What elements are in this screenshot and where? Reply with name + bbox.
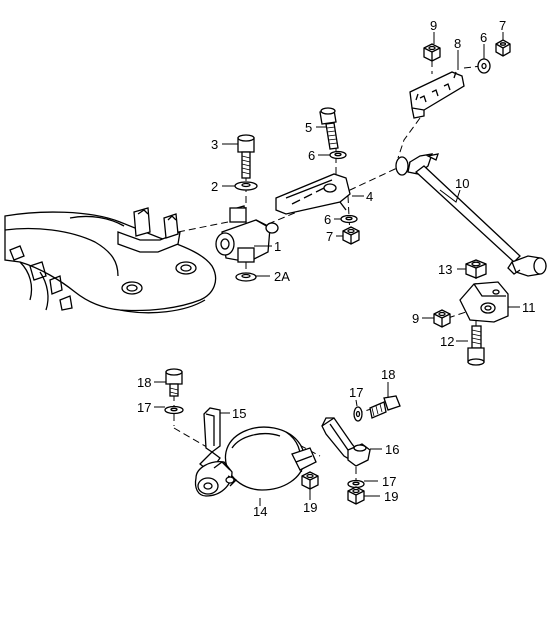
part-3-bolt — [237, 134, 255, 179]
callout-18-a: 18 — [137, 375, 151, 390]
part-9-nut-top — [423, 43, 441, 62]
callout-7-top: 7 — [499, 18, 506, 33]
part-4-lever — [275, 173, 351, 215]
part-16-holder — [321, 417, 371, 467]
part-2a-washer — [235, 272, 257, 282]
callout-4: 4 — [366, 189, 373, 204]
part-11-bracket — [459, 281, 509, 323]
callout-13: 13 — [438, 262, 452, 277]
part-6-washer-b — [340, 214, 358, 224]
callout-14: 14 — [253, 504, 267, 519]
callout-17-a: 17 — [137, 400, 151, 415]
part-7-nut-top — [495, 39, 511, 57]
callout-7-a: 7 — [326, 229, 333, 244]
callout-labels: 3 2 1 2A 5 6 4 6 7 9 8 6 7 10 13 11 9 12… — [137, 18, 536, 519]
callout-19-b: 19 — [384, 489, 398, 504]
leader-lines — [154, 32, 520, 506]
part-13-nut — [465, 259, 487, 279]
callout-6-a: 6 — [308, 148, 315, 163]
callout-18-b: 18 — [381, 367, 395, 382]
part-8-bracket — [409, 71, 465, 119]
part-18-bolt-left — [165, 368, 183, 397]
callout-2a: 2A — [274, 269, 290, 284]
part-6-washer-top — [477, 58, 491, 74]
part-1-link-bracket — [215, 205, 279, 263]
part-14-accumulator — [194, 426, 317, 497]
subframe — [4, 207, 217, 314]
callout-9-b: 9 — [412, 311, 419, 326]
callout-10: 10 — [455, 176, 469, 191]
callout-9-top: 9 — [430, 18, 437, 33]
callout-11: 11 — [522, 300, 536, 315]
callout-12: 12 — [440, 334, 454, 349]
part-9-nut-b — [433, 309, 451, 328]
callout-5: 5 — [305, 120, 312, 135]
callout-17-c: 17 — [382, 474, 396, 489]
part-18-bolt-right — [369, 395, 401, 419]
callout-19-a: 19 — [303, 500, 317, 515]
callout-8: 8 — [454, 36, 461, 51]
part-19-nut-a — [301, 471, 319, 490]
part-19-nut-b — [347, 486, 365, 505]
callout-1: 1 — [274, 239, 281, 254]
part-5-bolt — [319, 107, 339, 150]
part-17-washer-right-top — [353, 406, 363, 422]
callout-16: 16 — [385, 442, 399, 457]
part-6-washer-a — [329, 150, 347, 160]
part-2-washer — [234, 181, 258, 191]
callout-6-top: 6 — [480, 30, 487, 45]
callout-6-b: 6 — [324, 212, 331, 227]
callout-2: 2 — [211, 179, 218, 194]
part-12-bolt — [467, 325, 485, 366]
part-10-connecting-rod — [395, 153, 547, 277]
callout-3: 3 — [211, 137, 218, 152]
callout-17-b: 17 — [349, 385, 363, 400]
callout-15: 15 — [232, 406, 246, 421]
part-17-washer-left — [164, 405, 184, 415]
part-7-nut-a — [342, 226, 360, 245]
